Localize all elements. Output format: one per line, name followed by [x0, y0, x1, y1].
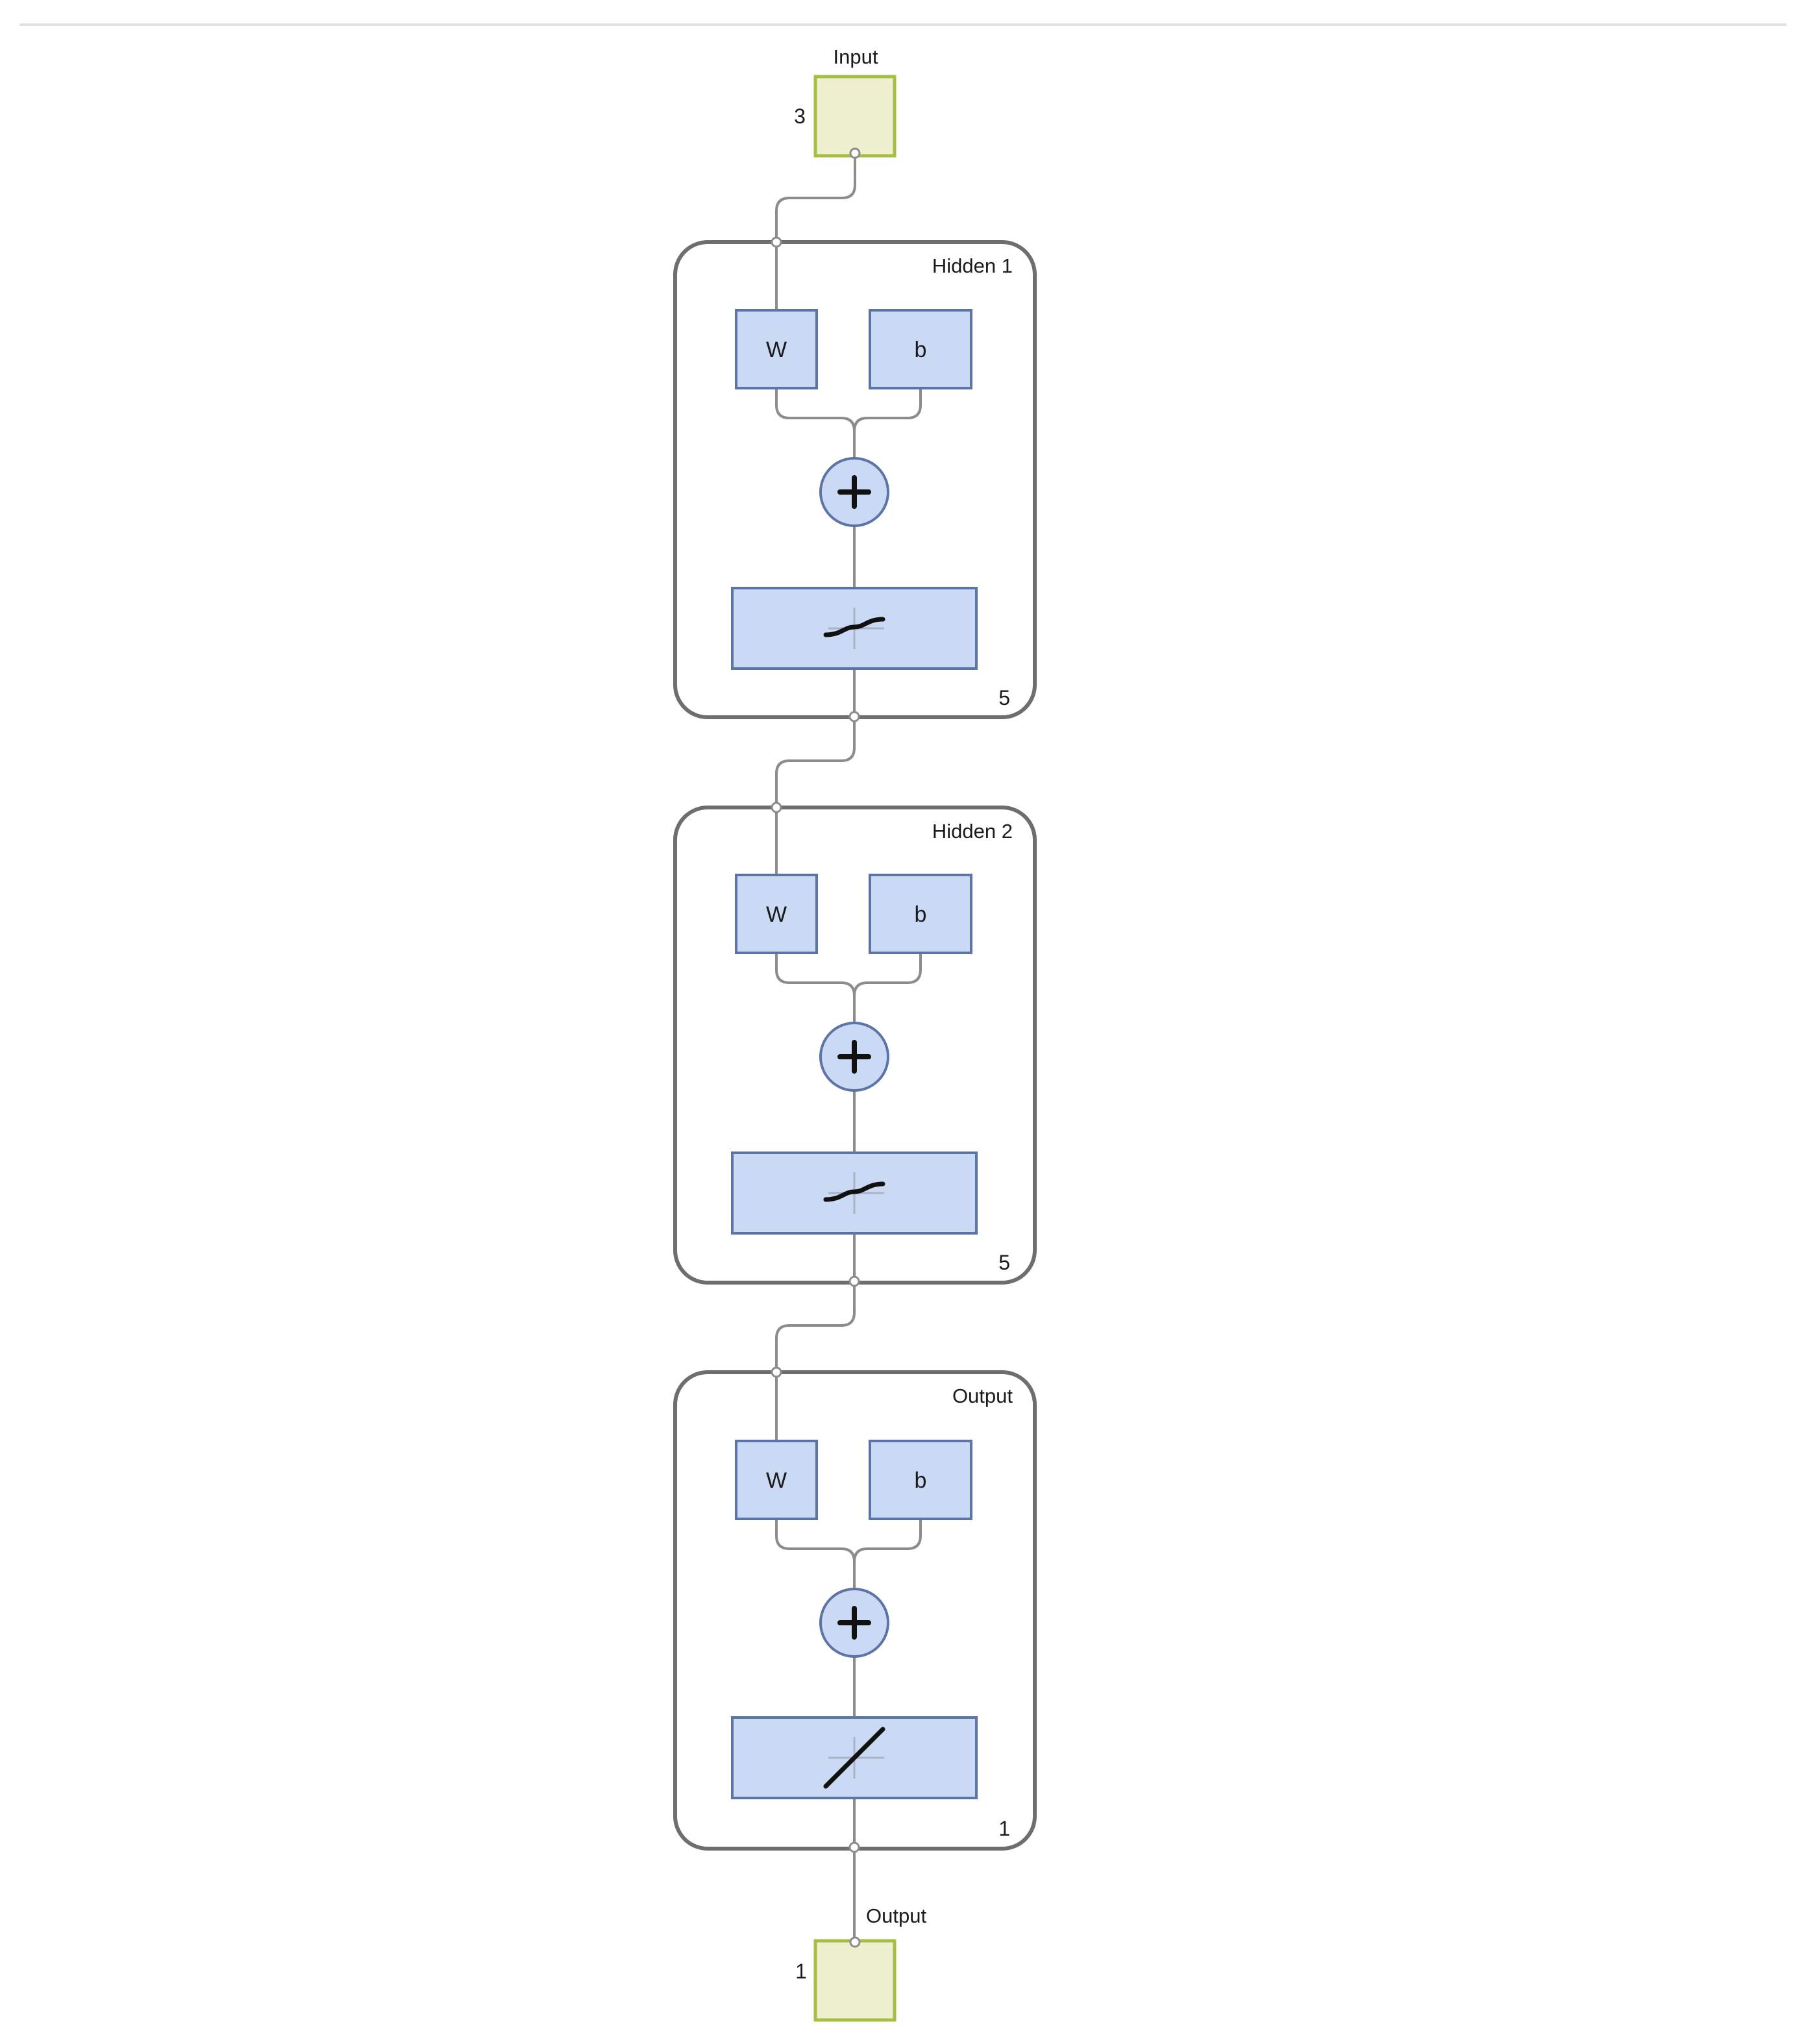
bias-block — [869, 309, 972, 389]
wire-b-to-sum — [853, 1519, 922, 1562]
layer-name: Hidden 2 — [932, 820, 1013, 843]
output-label: Output — [866, 1904, 926, 1927]
bias-label: b — [915, 338, 927, 362]
bias-block — [869, 1440, 972, 1520]
layer-output-port — [848, 1275, 860, 1287]
input-node: Input 3 — [794, 45, 897, 159]
bias-block — [869, 874, 972, 954]
layer-name: Hidden 1 — [932, 254, 1013, 277]
layer-name: Output — [952, 1385, 1013, 1407]
output-size: 1 — [795, 1960, 807, 1983]
plus-icon — [837, 475, 871, 509]
wire-b-to-sum — [853, 953, 922, 996]
layer-hidden-1: Hidden 1 W b 5 — [673, 236, 1037, 722]
purelin-icon — [823, 1727, 885, 1789]
layer-input-port — [771, 802, 782, 813]
input-box — [813, 75, 897, 158]
input-port — [849, 147, 861, 159]
wire-hidden2-to-output — [775, 1286, 856, 1368]
tansig-icon — [823, 1172, 885, 1214]
wire-b-to-sum — [853, 388, 922, 432]
wire-input-to-hidden1 — [775, 158, 856, 239]
weight-label: W — [766, 1468, 787, 1493]
layer-input-port — [771, 1366, 782, 1378]
tansig-icon — [823, 608, 885, 649]
layer-size: 5 — [998, 1251, 1010, 1274]
plus-icon — [837, 1606, 871, 1640]
layer-output: Output W b 1 — [673, 1366, 1037, 1853]
output-port — [849, 1936, 861, 1948]
output-box — [813, 1939, 897, 2022]
weight-label: W — [766, 902, 787, 927]
layer-hidden-2: Hidden 2 W b 5 — [673, 802, 1037, 1287]
layer-size: 1 — [998, 1817, 1010, 1840]
input-size: 3 — [794, 105, 806, 128]
weight-label: W — [766, 338, 787, 362]
layer-input-port — [771, 236, 782, 248]
wire-w-to-sum — [775, 388, 856, 458]
input-label: Input — [834, 45, 878, 68]
layer-output-port — [848, 1841, 860, 1853]
plus-icon — [837, 1040, 871, 1074]
wire-w-to-sum — [775, 1519, 856, 1589]
wire-hidden1-to-hidden2 — [775, 721, 856, 804]
bias-label: b — [915, 902, 927, 927]
weight-block — [735, 1440, 818, 1520]
layer-size: 5 — [998, 686, 1010, 709]
weight-block — [735, 309, 818, 389]
wire-w-to-sum — [775, 953, 856, 1023]
bias-label: b — [915, 1468, 927, 1493]
layer-output-port — [848, 711, 860, 722]
weight-block — [735, 874, 818, 954]
output-node: Output 1 — [795, 1904, 926, 2022]
